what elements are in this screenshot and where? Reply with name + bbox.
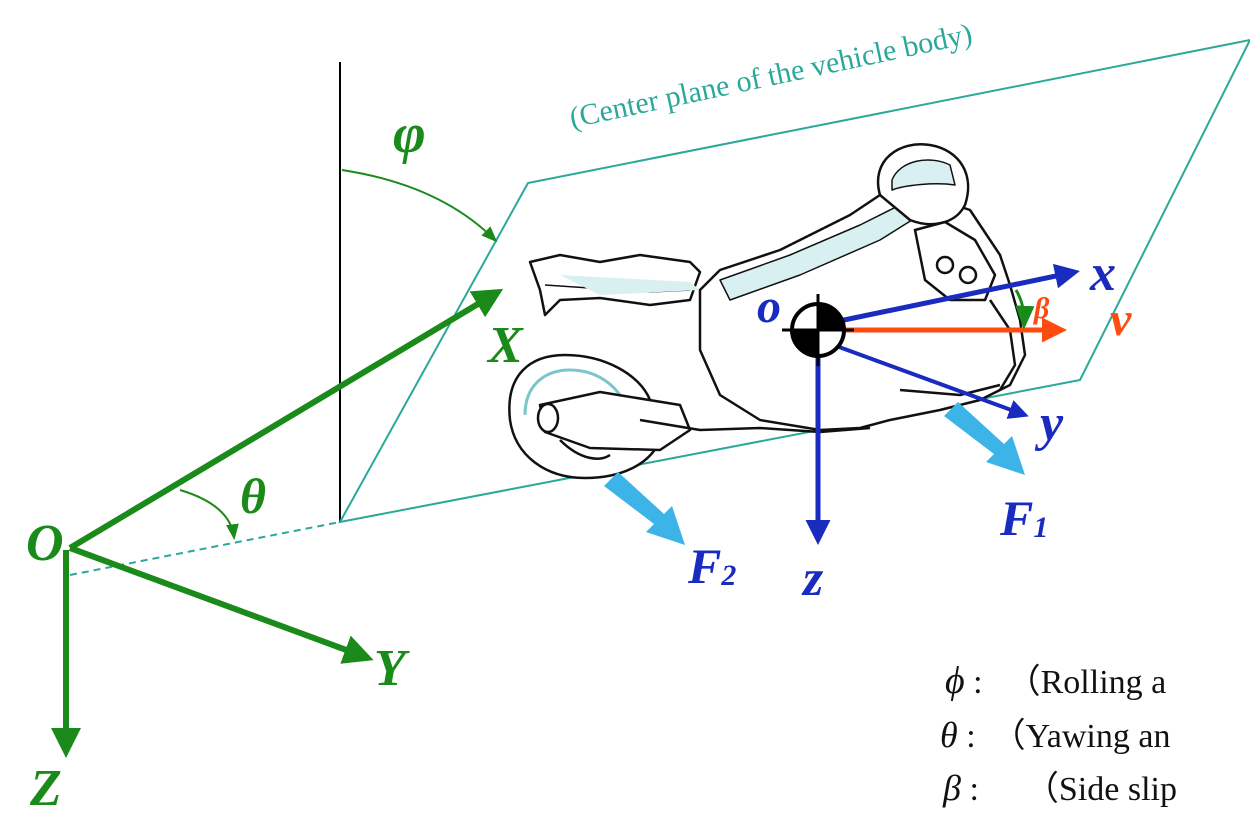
legend-roll-row: ϕ :（Rolling a [945,660,1166,702]
motorcycle-illustration [508,143,1027,480]
body-z-label: z [801,550,824,607]
ground-dashed-line [69,521,341,576]
phi-label: φ [393,103,426,165]
force-F1-arrow [944,402,1025,475]
global-Z-label: Z [29,760,62,809]
global-x-axis [68,288,504,551]
angle-legend: ϕ :（Rolling a θ :（Yawing an β :（Side sli… [940,660,1177,808]
legend-yaw-row: θ :（Yawing an [940,715,1170,755]
global-Y-label: Y [374,640,410,697]
body-x-axis [819,263,1080,328]
origin-O-label: O [26,515,64,572]
legend-slip-row: β :（Side slip [942,768,1177,808]
body-origin-o-label: o [757,280,781,333]
plane-caption: (Center plane of the vehicle body) [567,17,976,135]
roll-angle-arc [341,169,498,243]
force-F2-label: F2 [687,538,736,594]
beta-label: β [1033,292,1050,325]
force-F1-label: F1 [999,490,1048,546]
theta-label: θ [240,468,266,524]
force-F2-arrow [604,472,685,545]
body-y-axis [819,338,1029,419]
center-of-gravity-icon [782,294,854,366]
global-X-label: X [486,317,524,374]
yaw-angle-arc [179,489,239,541]
body-x-label: x [1089,245,1116,302]
velocity-v-label: v [1110,293,1132,346]
body-y-label: y [1034,395,1064,452]
global-y-axis [68,545,374,664]
side-slip-angle-arc [1014,289,1035,330]
